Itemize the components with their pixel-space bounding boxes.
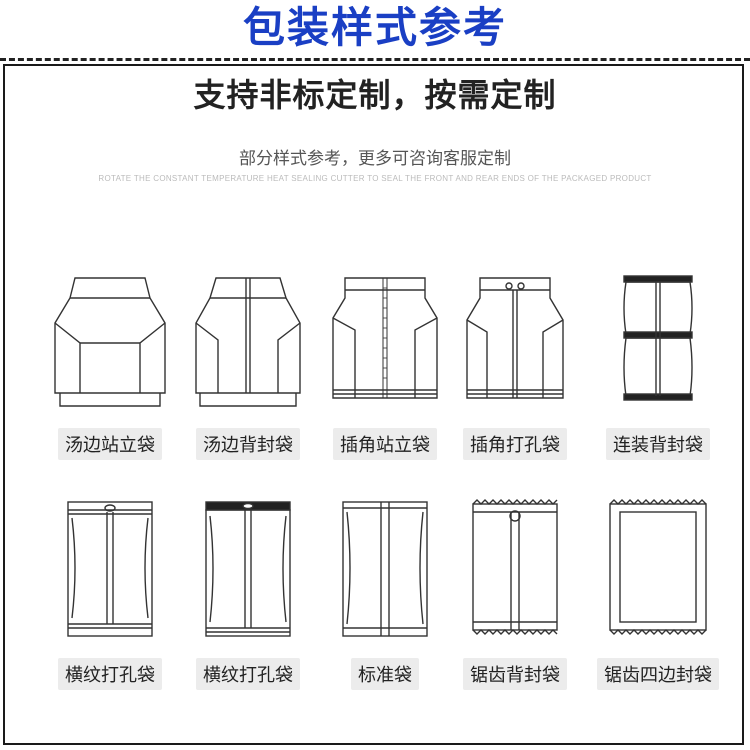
bag-card: 横纹打孔袋 (40, 498, 180, 698)
bag-label: 横纹打孔袋 (196, 658, 300, 690)
linked-back-seal-bag-icon (623, 275, 693, 401)
bag-card: 锯齿四边封袋 (588, 498, 728, 698)
bag-label: 锯齿四边封袋 (597, 658, 719, 690)
content-panel (3, 64, 744, 745)
bag-label: 锯齿背封袋 (463, 658, 567, 690)
bag-card: 插角站立袋 (315, 268, 455, 468)
bag-card: 标准袋 (315, 498, 455, 698)
standard-bag-icon (342, 501, 428, 637)
bag-card: 汤边站立袋 (40, 268, 180, 468)
side-gusset-standup-bag-icon (332, 277, 438, 399)
bag-label: 标准袋 (351, 658, 419, 690)
bag-card: 汤边背封袋 (178, 268, 318, 468)
tagline: ROTATE THE CONSTANT TEMPERATURE HEAT SEA… (98, 174, 652, 183)
bag-label: 连装背封袋 (606, 428, 710, 460)
headline: 支持非标定制，按需定制 (193, 76, 557, 114)
horizontal-striped-punched-bag-black-icon (205, 501, 291, 637)
side-gusset-punched-bag-icon (466, 277, 564, 399)
banner: 包装样式参考 (0, 0, 750, 58)
bag-card: 连装背封袋 (588, 268, 728, 468)
bag-card: 锯齿背封袋 (445, 498, 585, 698)
bag-label: 汤边背封袋 (196, 428, 300, 460)
gusset-back-seal-bag-icon (195, 277, 301, 407)
bag-label: 插角打孔袋 (463, 428, 567, 460)
serrated-back-seal-bag-icon (472, 499, 558, 635)
bag-label: 横纹打孔袋 (58, 658, 162, 690)
flat-bottom-standup-bag-icon (54, 277, 166, 407)
horizontal-striped-punched-bag-icon (67, 501, 153, 637)
bag-card: 插角打孔袋 (445, 268, 585, 468)
bag-label: 插角站立袋 (333, 428, 437, 460)
banner-title: 包装样式参考 (242, 3, 507, 52)
bag-label: 汤边站立袋 (58, 428, 162, 460)
bag-card: 横纹打孔袋 (178, 498, 318, 698)
serrated-four-side-seal-bag-icon (609, 499, 707, 635)
dashed-divider (0, 58, 750, 61)
subhead: 部分样式参考，更多可咨询客服定制 (239, 149, 511, 169)
